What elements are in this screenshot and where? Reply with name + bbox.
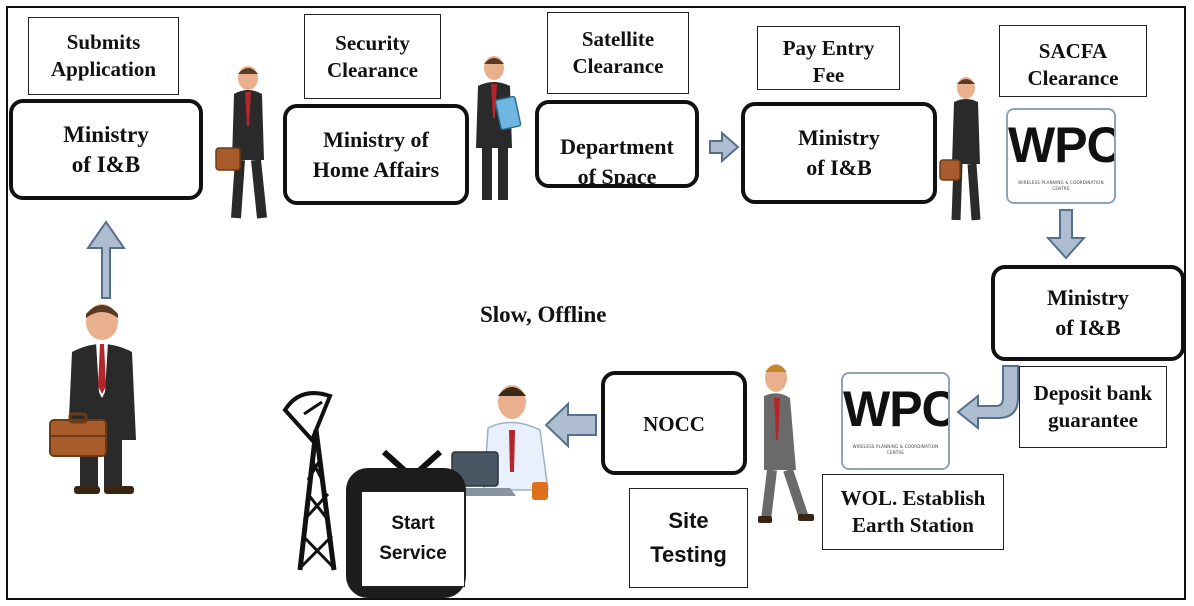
box-ministry-ib-3: Ministry of I&B bbox=[991, 265, 1185, 361]
arrow-right-icon bbox=[709, 130, 740, 164]
businessman-walking-icon bbox=[215, 66, 267, 219]
box-ministry-ib-2: Ministry of I&B bbox=[741, 102, 937, 204]
label-submits-application: Submits Application bbox=[28, 17, 179, 95]
arrow-left-icon bbox=[544, 401, 597, 449]
wpc-logo-caption: WIRELESS PLANNING & COORDINATION CENTRE bbox=[1018, 180, 1104, 191]
tired-man-walking-icon bbox=[758, 364, 814, 523]
box-nocc: NOCC bbox=[601, 371, 747, 475]
businessman-phone-icon bbox=[939, 77, 981, 221]
wpc-logo-bottom: WPC WIRELESS PLANNING & COORDINATION CEN… bbox=[841, 372, 950, 470]
man-with-laptop-icon bbox=[442, 385, 549, 500]
businessman-folder-icon bbox=[476, 56, 522, 200]
wpc-logo-top: WPC WIRELESS PLANNING & COORDINATION CEN… bbox=[1006, 108, 1116, 204]
arrow-curved-left-icon bbox=[956, 365, 1019, 431]
label-site-testing: Site Testing bbox=[629, 488, 748, 588]
label-deposit-bank-guarantee: Deposit bank guarantee bbox=[1019, 366, 1167, 448]
arrow-down-icon bbox=[1045, 209, 1087, 260]
diagram-caption: Slow, Offline bbox=[480, 302, 607, 327]
label-sacfa-clearance: SACFA Clearance bbox=[999, 25, 1147, 97]
wpc-logo-caption: WIRELESS PLANNING & COORDINATION CENTRE bbox=[852, 444, 939, 455]
wpc-logo-text: WPC bbox=[1008, 117, 1116, 173]
box-ministry-ib-1: Ministry of I&B bbox=[9, 99, 203, 200]
label-pay-entry-fee: Pay Entry Fee bbox=[757, 26, 900, 90]
box-ministry-home-affairs: Ministry of Home Affairs bbox=[283, 104, 469, 205]
diagram-frame bbox=[6, 6, 1186, 600]
label-start-service: Start Service bbox=[361, 491, 465, 587]
businessman-standing-icon bbox=[49, 304, 136, 494]
box-department-of-space: Department of Space bbox=[535, 100, 699, 188]
label-wol-establish-earth-station: WOL. Establish Earth Station bbox=[822, 474, 1004, 550]
label-satellite-clearance: Satellite Clearance bbox=[547, 12, 689, 94]
arrow-up-icon bbox=[86, 220, 126, 299]
satellite-dish-tower-icon bbox=[282, 391, 337, 571]
label-security-clearance: Security Clearance bbox=[304, 14, 441, 99]
wpc-logo-text: WPC bbox=[843, 381, 950, 437]
